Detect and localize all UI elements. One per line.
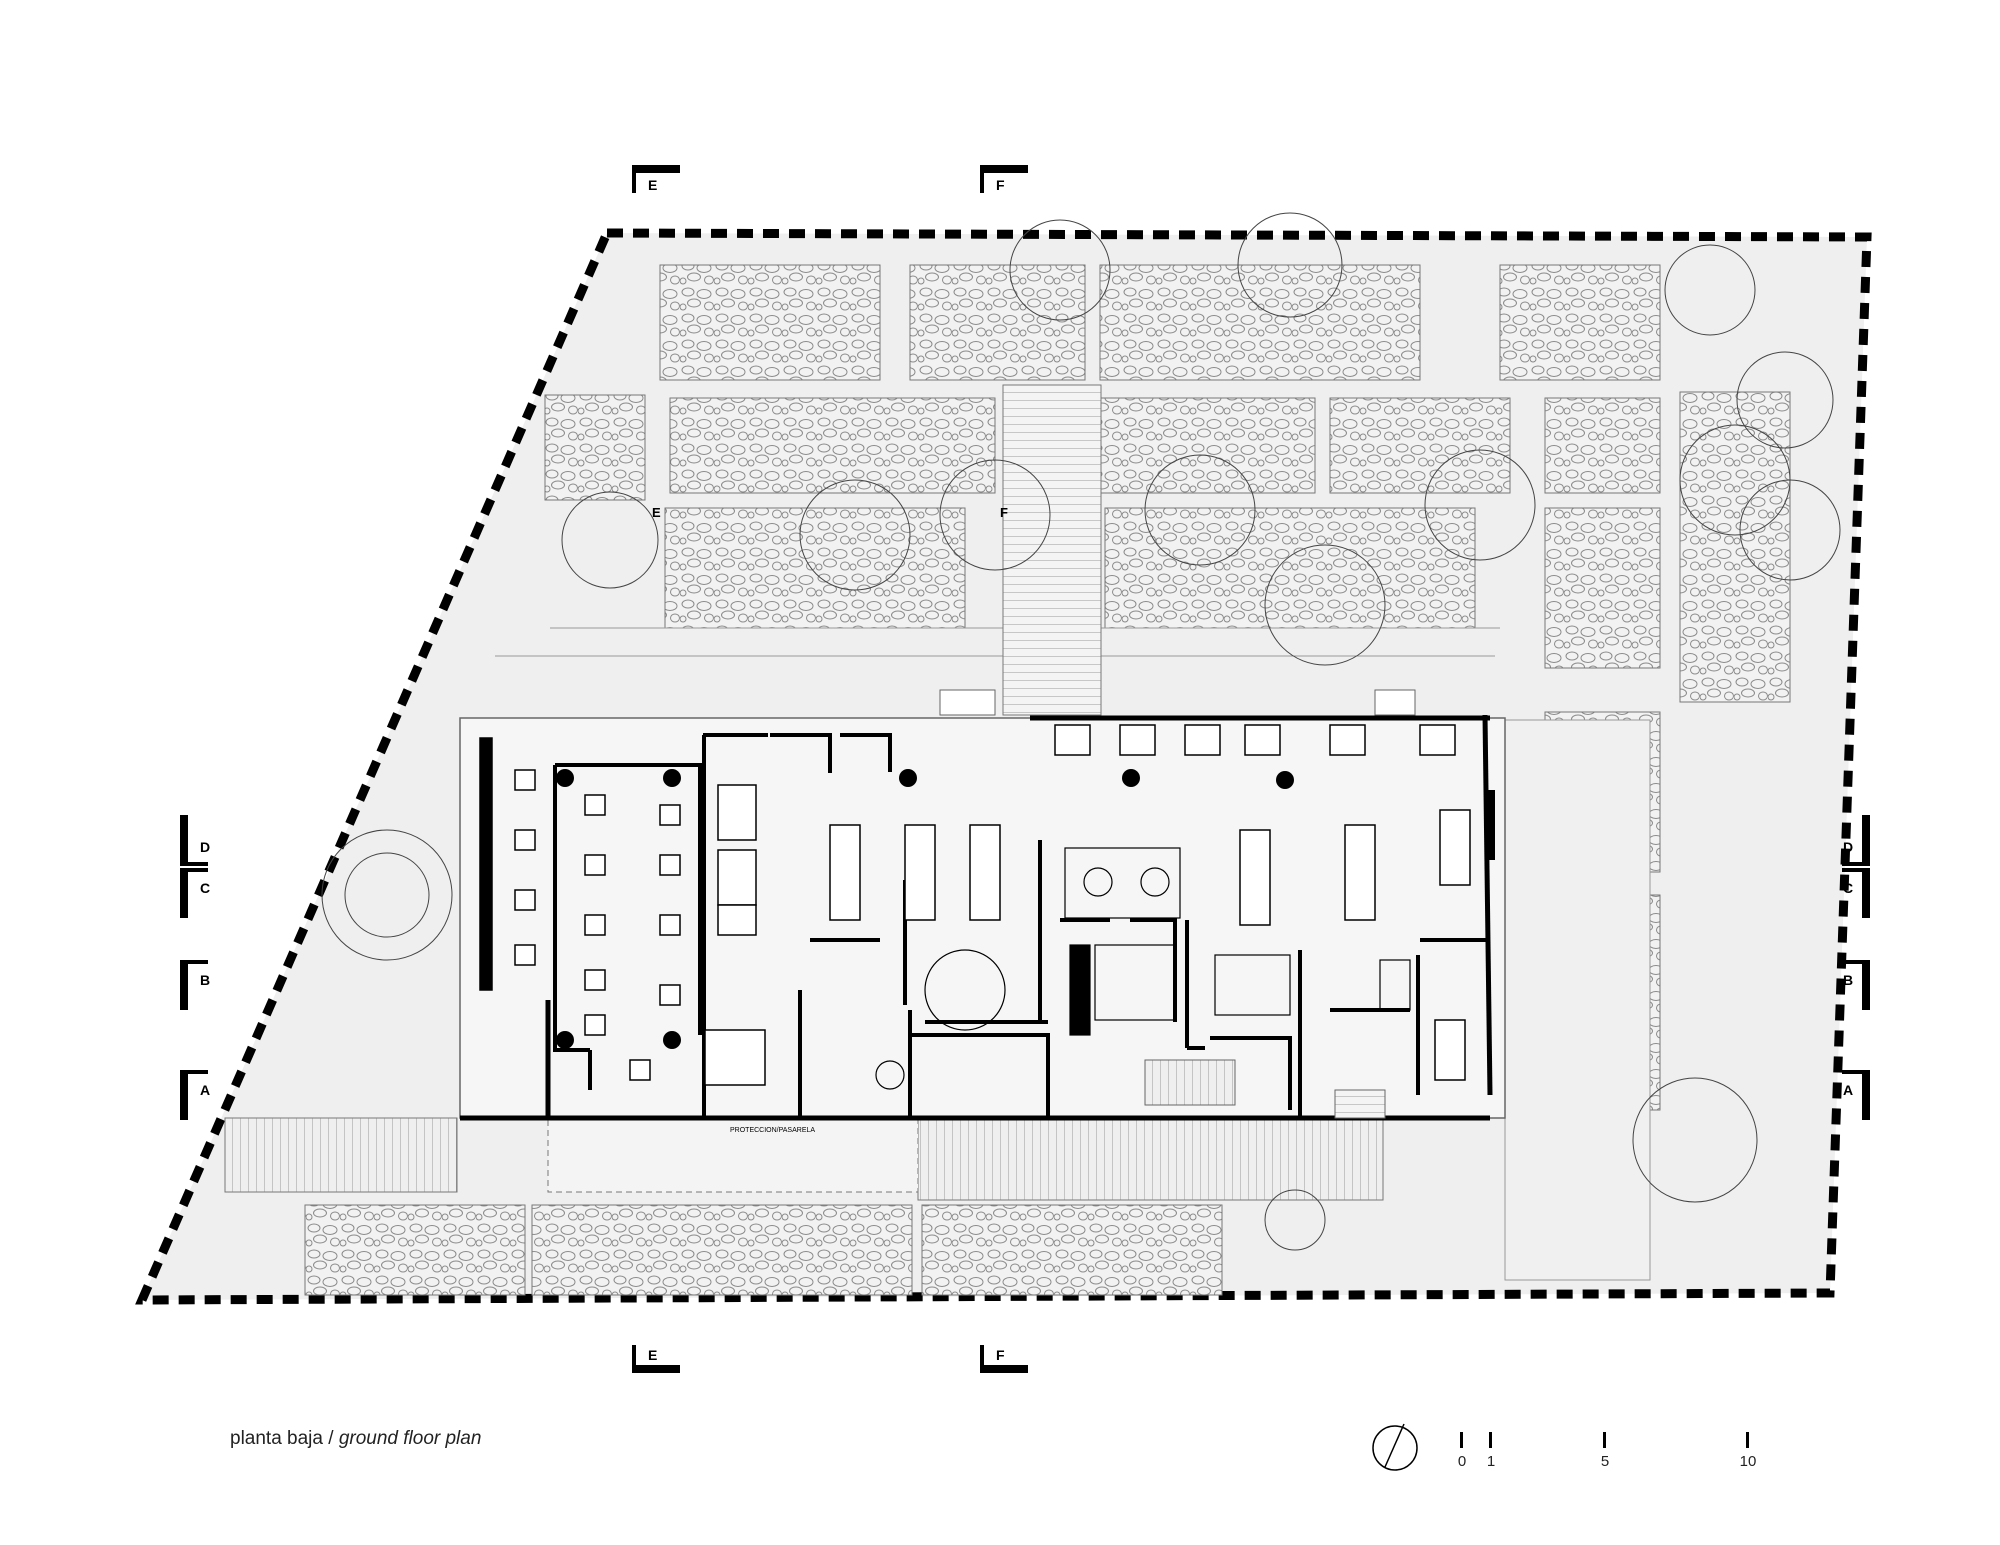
section-marker-bottom-e: E xyxy=(632,1345,680,1373)
section-label: C xyxy=(1843,880,1853,896)
caption-english: ground floor plan xyxy=(338,1428,482,1449)
north-arrow-icon xyxy=(1372,1423,1418,1471)
east-service-strip xyxy=(1504,719,1651,1281)
main-stair xyxy=(1002,384,1102,716)
scale-label-1: 1 xyxy=(1486,1453,1496,1470)
inner-section-label-e: E xyxy=(652,505,661,520)
scale-label-10: 10 xyxy=(1739,1453,1757,1470)
garden-planters-south xyxy=(304,1204,1223,1296)
bench-right-wall xyxy=(1485,790,1495,860)
reception-stair xyxy=(1334,1089,1386,1119)
caption-spanish: planta baja / xyxy=(230,1428,334,1449)
exterior-walls xyxy=(460,714,1493,1121)
scale-label-5: 5 xyxy=(1600,1453,1610,1470)
walkway-corridor xyxy=(547,1117,919,1193)
plan-caption: planta baja / ground floor plan xyxy=(230,1428,481,1450)
section-label: D xyxy=(200,839,210,855)
section-label: C xyxy=(200,880,210,896)
section-markers-right: D C B A xyxy=(1842,815,1870,1120)
scale-bar xyxy=(1460,1432,1749,1448)
dining-tables xyxy=(479,737,681,1081)
bench-north-east xyxy=(1374,689,1416,716)
columns xyxy=(556,769,1294,1049)
section-label: D xyxy=(1843,839,1853,855)
section-marker-top-e: E xyxy=(632,165,680,193)
meeting-rooms xyxy=(875,847,1181,1090)
section-label: E xyxy=(648,1347,657,1363)
walkway-label: PROTECCION/PASARELA xyxy=(730,1127,815,1134)
section-marker-bottom-f: F xyxy=(980,1345,1028,1373)
section-label: E xyxy=(648,177,657,193)
interior-walls xyxy=(553,733,1490,1120)
section-label: B xyxy=(200,972,210,988)
section-label: F xyxy=(996,1347,1005,1363)
section-marker-top-f: F xyxy=(980,165,1028,193)
office-desks xyxy=(704,724,1471,1086)
site-boundary xyxy=(135,228,1872,1305)
walkway-deck-east xyxy=(917,1117,1384,1201)
bench-north xyxy=(939,689,996,716)
section-label: A xyxy=(200,1082,210,1098)
inner-section-label-f: F xyxy=(1000,505,1008,520)
section-label: A xyxy=(1843,1082,1853,1098)
section-markers-left: D C B A xyxy=(180,815,210,1120)
interior-stair xyxy=(1144,1059,1236,1106)
walkway-deck-west xyxy=(224,1117,458,1193)
scale-label-0: 0 xyxy=(1457,1453,1467,1470)
restrooms xyxy=(1069,944,1411,1036)
section-label: F xyxy=(996,177,1005,193)
section-label: B xyxy=(1843,972,1853,988)
